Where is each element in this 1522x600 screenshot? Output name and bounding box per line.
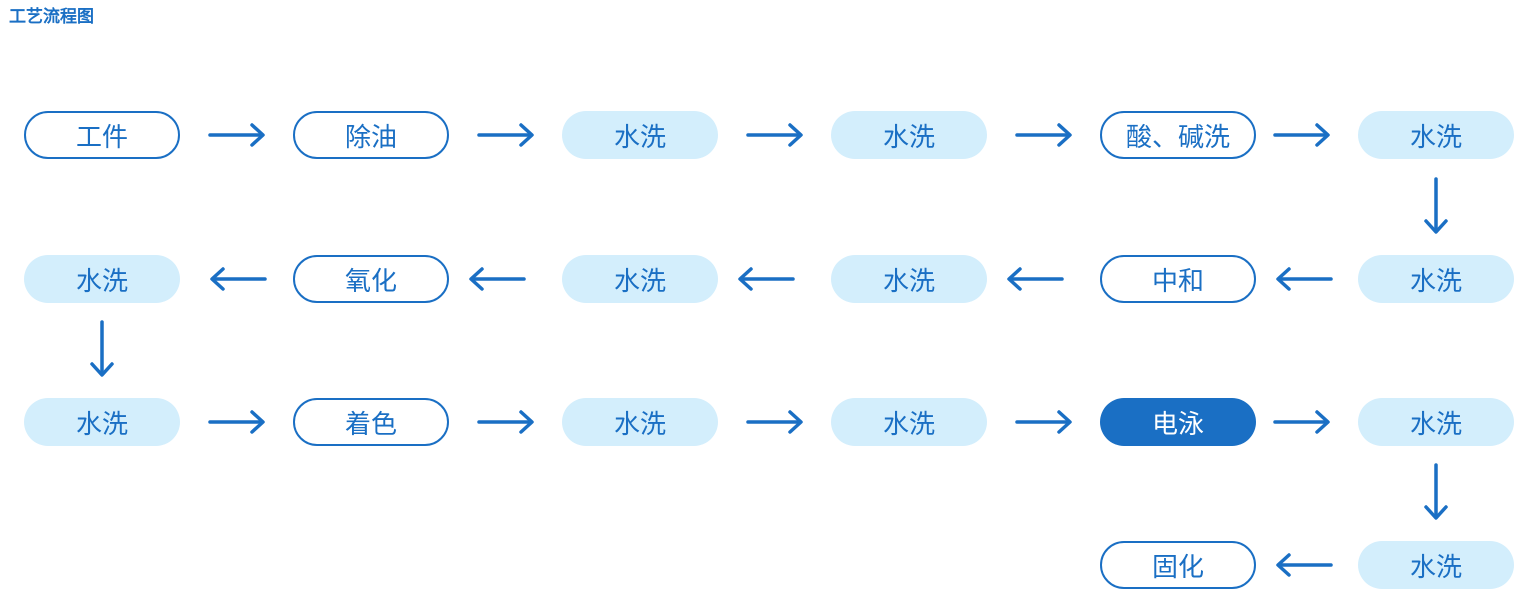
process-step-water-wash: 水洗 [831,398,987,446]
process-step-water-wash: 水洗 [562,255,718,303]
arrow-left-icon [207,264,267,294]
page-title: 工艺流程图 [9,7,94,27]
process-step-curing: 固化 [1100,541,1256,589]
process-step-water-wash: 水洗 [1358,398,1514,446]
process-step-water-wash: 水洗 [562,111,718,159]
arrow-left-icon [1273,264,1333,294]
arrow-left-icon [466,264,526,294]
process-step-degreasing: 除油 [293,111,449,159]
arrow-right-icon [477,120,537,150]
arrow-down-icon [87,320,117,380]
process-step-workpiece: 工件 [24,111,180,159]
arrow-left-icon [1004,264,1064,294]
arrow-down-icon [1421,177,1451,237]
process-step-water-wash: 水洗 [24,398,180,446]
arrow-right-icon [1273,120,1333,150]
arrow-left-icon [1273,550,1333,580]
arrow-right-icon [208,407,268,437]
arrow-right-icon [746,120,806,150]
arrow-right-icon [746,407,806,437]
process-step-water-wash: 水洗 [831,255,987,303]
process-step-oxidation: 氧化 [293,255,449,303]
arrow-right-icon [477,407,537,437]
process-step-electrophoresis: 电泳 [1100,398,1256,446]
process-step-water-wash: 水洗 [1358,255,1514,303]
arrow-left-icon [735,264,795,294]
process-step-water-wash: 水洗 [1358,111,1514,159]
arrow-right-icon [1273,407,1333,437]
process-step-water-wash: 水洗 [1358,541,1514,589]
process-step-acid-alkali-wash: 酸、碱洗 [1100,111,1256,159]
arrow-down-icon [1421,463,1451,523]
arrow-right-icon [208,120,268,150]
process-step-neutralization: 中和 [1100,255,1256,303]
process-step-water-wash: 水洗 [562,398,718,446]
process-step-water-wash: 水洗 [831,111,987,159]
arrow-right-icon [1015,407,1075,437]
process-step-water-wash: 水洗 [24,255,180,303]
arrow-right-icon [1015,120,1075,150]
process-step-coloring: 着色 [293,398,449,446]
